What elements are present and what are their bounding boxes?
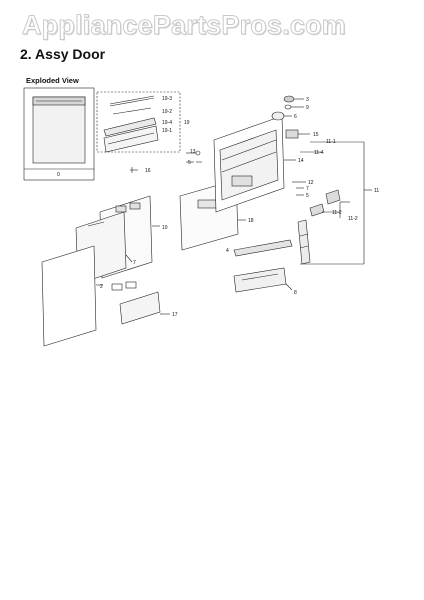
- part-9-seal: [284, 104, 304, 110]
- part-2-outer-panel: [41, 245, 103, 347]
- callout-3: 3: [306, 97, 309, 103]
- callout-15: 15: [313, 132, 319, 138]
- callout-19: 19: [184, 120, 190, 126]
- part-15-dispenser: [285, 129, 310, 139]
- callout-4: 4: [226, 248, 229, 254]
- callout-11-2-upper: 11-2: [332, 210, 342, 216]
- callout-18: 18: [248, 218, 254, 224]
- callout-6: 6: [294, 114, 297, 120]
- section-title: 2. Assy Door: [20, 46, 106, 62]
- callout-11: 11: [374, 188, 379, 194]
- callout-5-left: 5: [188, 160, 191, 166]
- view-label: Exploded View: [26, 76, 79, 85]
- callout-19-1: 19-1: [162, 128, 172, 134]
- callout-11-1: 11-1: [326, 139, 336, 145]
- callout-5-right: 5: [306, 193, 309, 199]
- part-13-hinge-bolt: [186, 150, 201, 156]
- part-14-inner-door: [213, 115, 296, 213]
- callout-10: 10: [162, 225, 168, 231]
- part-17-bottom-trim: [119, 291, 170, 325]
- callout-labels: 0 19 19-3 19-2 19-4 19-1 16 10 7 2 17 18…: [57, 96, 379, 318]
- part-19-control-panel-box: [96, 91, 181, 153]
- callout-17: 17: [172, 312, 178, 318]
- part-16-screw: [130, 167, 138, 173]
- part-0-assembly-box: [23, 87, 95, 181]
- callout-8: 8: [294, 290, 297, 296]
- part-11-hinge-assembly: [297, 141, 372, 265]
- callout-19-3: 19-3: [162, 96, 172, 102]
- callout-2: 2: [100, 284, 103, 290]
- callout-16: 16: [145, 168, 151, 174]
- part-8-bottom-rail: [233, 267, 293, 293]
- callout-7-left: 7: [133, 260, 136, 266]
- callout-11-2-lower: 11-2: [348, 216, 358, 222]
- part-6-ring: [271, 111, 292, 121]
- callout-7-right: 7: [306, 186, 309, 192]
- callout-14: 14: [298, 158, 304, 164]
- part-3-cap: [283, 95, 304, 103]
- callout-19-4: 19-4: [162, 120, 172, 126]
- callout-13: 13: [190, 149, 196, 155]
- callout-19-2: 19-2: [162, 109, 172, 115]
- callout-12: 12: [308, 180, 314, 186]
- part-bracket-pair: [111, 281, 137, 291]
- callout-0: 0: [57, 172, 60, 178]
- callout-11-4: 11-4: [314, 150, 324, 156]
- callout-9: 9: [306, 105, 309, 111]
- watermark-text: AppliancePartsPros.com: [22, 10, 347, 41]
- part-4-rail: [233, 239, 293, 257]
